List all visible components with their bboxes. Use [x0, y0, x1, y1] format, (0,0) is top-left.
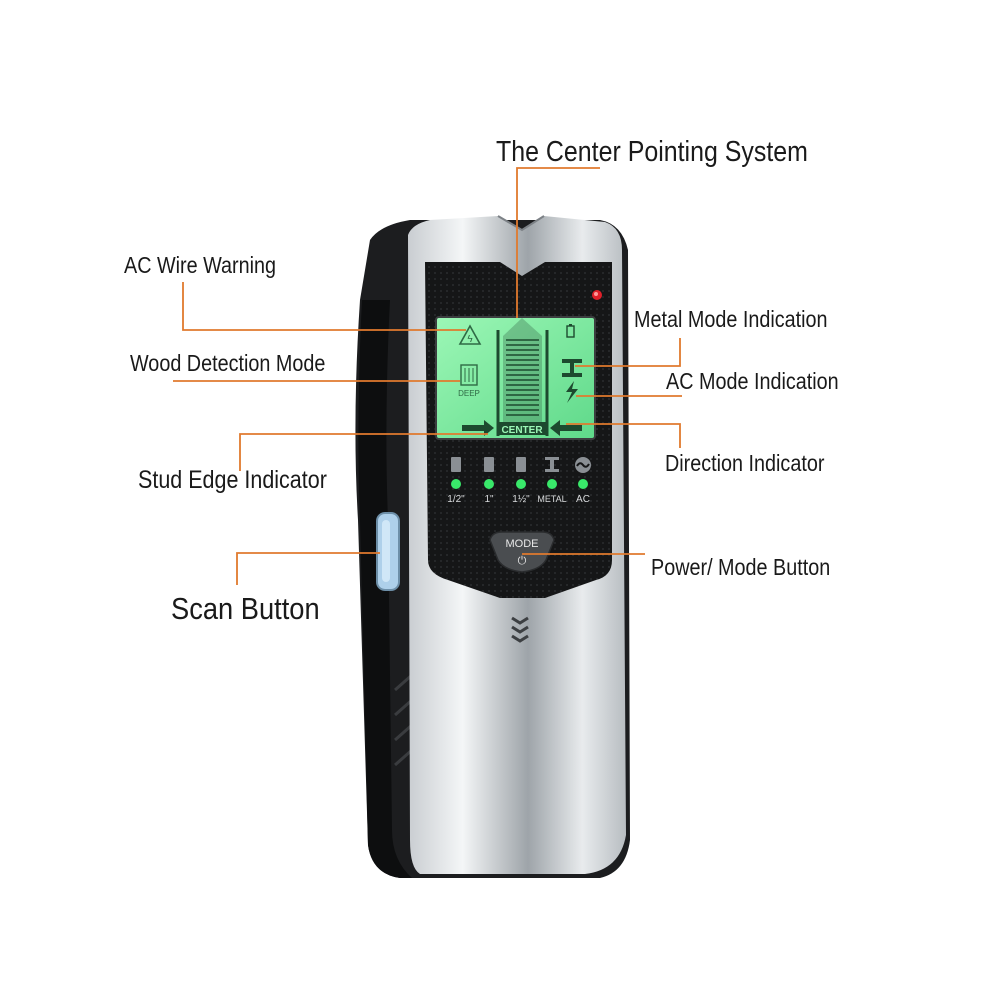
callout-scan-button: Scan Button [171, 591, 320, 626]
ac-icon [566, 381, 578, 403]
indicator-leds [451, 479, 588, 489]
lcd-screen [435, 316, 596, 440]
wood-mode-icon [460, 364, 478, 386]
callout-ac-mode: AC Mode Indication [666, 368, 839, 394]
lcd-center-label: CENTER [501, 425, 543, 436]
grip-ridges [394, 673, 413, 767]
callout-stud-edge: Stud Edge Indicator [138, 466, 327, 494]
right-arrow-icon [462, 420, 494, 436]
lcd-deep-label: DEEP [458, 389, 480, 398]
callout-wood-detection: Wood Detection Mode [130, 350, 326, 376]
power-icon: ⏻ [518, 554, 527, 567]
callout-ac-wire-warning: AC Wire Warning [124, 252, 277, 278]
callout-power-mode: Power/ Mode Button [651, 554, 831, 580]
indicator-label-one: 1" [484, 494, 494, 505]
speaker-grille-icon [511, 616, 529, 643]
left-arrow-icon [550, 420, 582, 436]
ac-warning-icon [458, 324, 482, 345]
leader-lines [173, 167, 682, 585]
svg-text:ϟ: ϟ [467, 334, 473, 345]
indicator-label-one-half: 1½" [512, 494, 530, 505]
center-stud-graphic [496, 318, 549, 436]
metal-icon [562, 359, 582, 377]
callout-metal-mode: Metal Mode Indication [634, 306, 828, 332]
indicator-label-metal: METAL [537, 494, 566, 504]
indicator-label-half: 1/2" [447, 494, 465, 505]
mode-button-label: MODE [506, 538, 539, 550]
callout-direction: Direction Indicator [665, 450, 825, 476]
indicator-label-ac: AC [576, 494, 590, 505]
mode-button[interactable]: MODE ⏻ [489, 531, 555, 573]
callout-center-pointing: The Center Pointing System [496, 136, 808, 168]
